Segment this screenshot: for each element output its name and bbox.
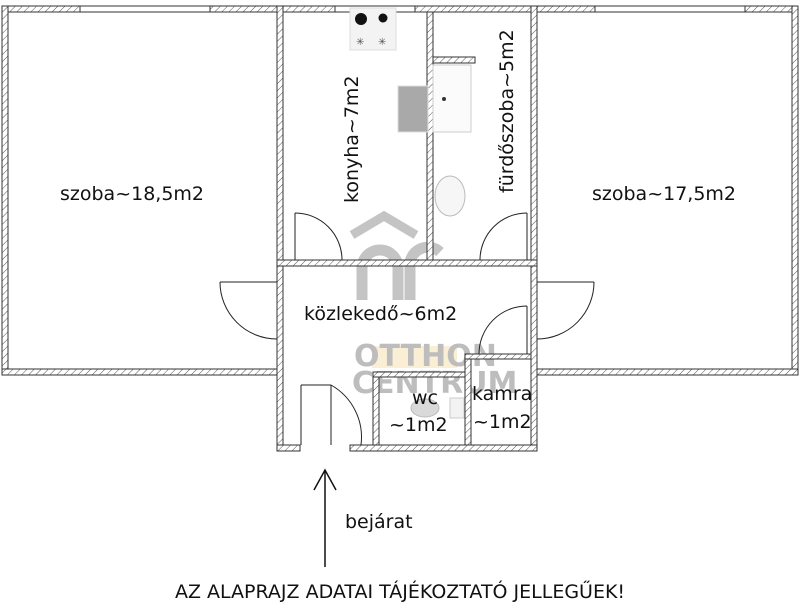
door-kitchen[interactable] <box>294 212 343 261</box>
entrance-label: bejárat <box>345 511 413 533</box>
room-label-left: szoba~18,5m2 <box>60 183 204 205</box>
doors <box>219 212 595 446</box>
room-label-wc: wc <box>412 387 438 409</box>
door-bathroom[interactable] <box>479 212 528 261</box>
room-label-pantry: kamra <box>472 383 532 405</box>
room-label-kitchen: konyha~7m2 <box>341 75 363 203</box>
room-label-corridor: közlekedő~6m2 <box>304 303 457 325</box>
svg-text:✳: ✳ <box>356 37 364 48</box>
svg-text:✳: ✳ <box>378 37 386 48</box>
room-label-right: szoba~17,5m2 <box>592 183 736 205</box>
bathtub-icon <box>432 64 472 133</box>
room-label-wc-area: ~1m2 <box>389 414 448 436</box>
door-pantry[interactable] <box>478 305 528 355</box>
kitchen-sink-icon <box>397 85 429 133</box>
disclaimer-text: AZ ALAPRAJZ ADATAI TÁJÉKOZTATÓ JELLEGŰEK… <box>175 579 625 603</box>
stove-icon: ✳✳ <box>349 7 397 51</box>
washbasin-icon <box>434 175 466 217</box>
door-right-room[interactable] <box>536 281 595 340</box>
door-left-room[interactable] <box>219 281 278 340</box>
room-label-pantry-area: ~1m2 <box>473 411 532 433</box>
toilet-icon <box>410 397 465 419</box>
entrance-arrow-icon <box>313 468 337 567</box>
room-label-bathroom: fürdőszoba~5m2 <box>496 29 518 193</box>
door-entrance[interactable] <box>300 384 362 446</box>
